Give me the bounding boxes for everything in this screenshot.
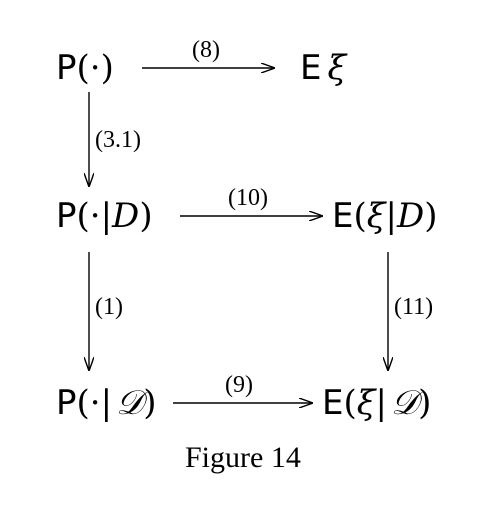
condition-d: D [396, 196, 425, 236]
node-p-top: P(·) [56, 51, 114, 85]
label-middle-arrow: (10) [228, 185, 268, 211]
dot-arg: · [89, 48, 101, 88]
figure-caption: Figure 14 [185, 441, 301, 474]
open-paren: ( [343, 383, 357, 423]
node-p-mid: P(·|D) [56, 199, 153, 233]
node-p-bot: P(·|𝒟) [56, 386, 156, 420]
open-paren: ( [76, 383, 90, 423]
open-paren: ( [353, 196, 367, 236]
condition-d: D [112, 196, 140, 236]
label-right-lower-arrow: (11) [394, 294, 434, 320]
close-paren: ) [143, 383, 157, 423]
node-e-mid: E(ξ|D) [332, 199, 437, 233]
xi-variable: ξ [366, 196, 386, 236]
close-paren: ) [424, 196, 438, 236]
close-paren: ) [418, 383, 432, 423]
xi-variable: ξ [327, 48, 347, 88]
bar: | [375, 383, 387, 423]
label-left-lower-arrow: (1) [95, 294, 123, 320]
p-operator: P [56, 196, 77, 236]
node-e-bot: E(ξ|𝒟) [322, 386, 431, 420]
p-operator: P [56, 383, 77, 423]
e-operator: E [300, 48, 322, 88]
dot-bar: ·| [89, 383, 113, 423]
label-left-upper-arrow: (3.1) [95, 127, 141, 153]
label-bottom-arrow: (9) [225, 372, 253, 398]
label-top-arrow: (8) [192, 37, 220, 63]
dot-bar: ·| [89, 196, 113, 236]
close-paren: ) [100, 48, 114, 88]
p-operator: P [56, 48, 77, 88]
open-paren: ( [76, 196, 90, 236]
condition-script-d: 𝒟 [390, 383, 419, 423]
xi-variable: ξ [356, 383, 376, 423]
condition-script-d: 𝒟 [116, 383, 144, 423]
e-operator: E [332, 196, 354, 236]
e-operator: E [322, 383, 344, 423]
open-paren: ( [76, 48, 90, 88]
bar: | [385, 196, 397, 236]
close-paren: ) [139, 196, 153, 236]
